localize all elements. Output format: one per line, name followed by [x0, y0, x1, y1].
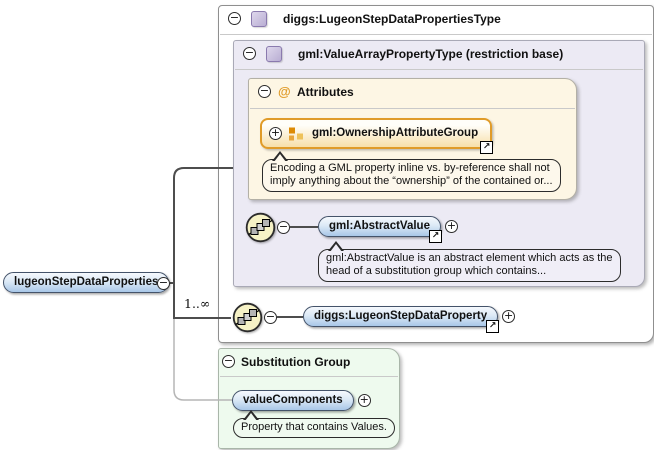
- jump-to-definition-icon[interactable]: ↗: [480, 141, 494, 154]
- abstract-value-pill[interactable]: gml:AbstractValue ↗: [318, 216, 442, 243]
- divider: [235, 69, 643, 70]
- collapse-icon[interactable]: −: [228, 11, 241, 25]
- annotation-text: Property that contains Values.: [241, 421, 387, 433]
- annotation-text: head of a substitution group which conta…: [326, 265, 547, 277]
- expand-icon[interactable]: +: [502, 309, 516, 323]
- expand-icon[interactable]: +: [444, 219, 458, 233]
- collapse-icon[interactable]: −: [243, 46, 256, 60]
- divider: [250, 108, 575, 109]
- attributes-title: Attributes: [297, 85, 354, 99]
- root-element-row: lugeonStepDataProperties: [3, 272, 170, 293]
- root-element-pill[interactable]: lugeonStepDataProperties: [3, 272, 170, 293]
- annotation-bubble: Encoding a GML property inline vs. by-re…: [262, 151, 561, 192]
- step-property-label: diggs:LugeonStepDataProperty: [314, 310, 488, 322]
- value-components-pill[interactable]: valueComponents: [232, 390, 354, 411]
- base-type-icon: [266, 46, 282, 62]
- collapse-icon[interactable]: −: [157, 276, 170, 290]
- attribute-group-icon: [289, 127, 303, 141]
- complex-type-title: diggs:LugeonStepDataPropertiesType: [283, 12, 501, 26]
- step-property-pill[interactable]: diggs:LugeonStepDataProperty ↗: [303, 306, 500, 333]
- base-type-title: gml:ValueArrayPropertyType (restriction …: [298, 47, 564, 61]
- expand-icon[interactable]: +: [269, 125, 282, 140]
- step-property-row: diggs:LugeonStepDataProperty ↗ +: [303, 306, 516, 333]
- sequence-icon[interactable]: [244, 211, 277, 244]
- attribute-group-box[interactable]: + gml:OwnershipAttributeGroup ↗: [260, 118, 494, 154]
- collapse-icon[interactable]: −: [258, 84, 271, 98]
- abstract-value-row: gml:AbstractValue ↗ +: [318, 216, 458, 243]
- expand-icon[interactable]: +: [357, 393, 371, 407]
- collapse-icon[interactable]: −: [264, 310, 277, 324]
- collapse-icon[interactable]: −: [277, 220, 290, 234]
- annotation-text: imply anything about the “ownership” of …: [270, 175, 553, 187]
- complex-type-icon: [251, 11, 267, 27]
- attribute-at-icon: @: [278, 84, 291, 99]
- attribute-group-label: gml:OwnershipAttributeGroup: [312, 127, 479, 139]
- value-components-row: valueComponents +: [232, 390, 371, 411]
- annotation-bubble: gml:AbstractValue is an abstract element…: [318, 241, 621, 282]
- value-components-label: valueComponents: [243, 394, 343, 406]
- annotation-text: gml:AbstractValue is an abstract element…: [326, 252, 613, 264]
- annotation-bubble: Property that contains Values.: [233, 410, 395, 438]
- collapse-icon[interactable]: −: [222, 354, 235, 368]
- substitution-group-title: Substitution Group: [241, 355, 351, 369]
- abstract-value-label: gml:AbstractValue: [329, 220, 430, 232]
- jump-to-definition-icon[interactable]: ↗: [428, 230, 442, 243]
- annotation-text: Encoding a GML property inline vs. by-re…: [270, 162, 550, 174]
- divider: [220, 376, 398, 377]
- root-element-label: lugeonStepDataProperties: [14, 276, 159, 288]
- jump-to-definition-icon[interactable]: ↗: [486, 320, 500, 333]
- cardinality-label: 1..∞: [184, 296, 211, 311]
- divider: [220, 34, 652, 35]
- sequence-icon[interactable]: [231, 301, 264, 334]
